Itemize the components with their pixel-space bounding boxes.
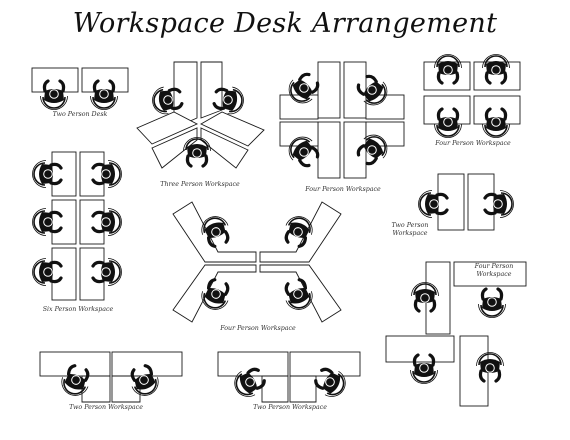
desk-icon [385, 335, 455, 363]
desk-icon [343, 61, 367, 119]
caption-six-person: Six Person Workspace [42, 306, 114, 313]
four-person-pinwheel-group [385, 261, 527, 407]
desk-icon [81, 67, 129, 93]
caption-two-person-bottom-left: Two Person Workspace [69, 404, 143, 411]
desk-icon [279, 94, 319, 120]
caption-four-person-center: Four Person Workspace [220, 325, 296, 332]
person-icon [476, 287, 508, 320]
person-icon [409, 280, 441, 313]
two-person-bottom-left-group [39, 351, 183, 403]
desk-icon [453, 261, 527, 287]
caption-three-person: Three Person Workspace [160, 181, 240, 188]
four-person-center-group [172, 201, 342, 323]
desk-icon [51, 151, 77, 197]
desk-icon [172, 201, 257, 263]
two-person-desk-group [31, 67, 129, 112]
desk-icon [173, 61, 198, 129]
four-person-grid-group [423, 52, 521, 140]
desk-icon [79, 199, 105, 245]
desk-icon [136, 111, 199, 145]
desk-icon [467, 173, 495, 231]
caption-four-person-pinwheel: Four Person Workspace [474, 263, 514, 278]
person-icon [474, 350, 506, 383]
three-person-workspace-group [136, 61, 265, 169]
four-person-cross-group [279, 61, 405, 179]
desk-icon [259, 264, 342, 323]
caption-four-person-cross: Four Person Workspace [305, 186, 381, 193]
two-person-bottom-mid-group [217, 351, 361, 404]
desk-icon [279, 121, 319, 147]
desk-icon [172, 264, 257, 323]
desk-icon [151, 127, 198, 169]
desk-icon [79, 151, 105, 197]
caption-two-person-desk: Two Person Desk [52, 111, 108, 118]
desk-icon [261, 375, 289, 403]
six-person-workspace-group [30, 151, 124, 301]
caption-two-person-right: Two Person Workspace [391, 222, 429, 237]
diagram-title: Workspace Desk Arrangement [72, 8, 498, 39]
desk-icon [51, 247, 77, 301]
desk-icon [200, 127, 249, 169]
desk-icon [317, 61, 341, 119]
desk-icon [79, 247, 105, 301]
desk-icon [289, 351, 361, 377]
desk-icon [31, 67, 79, 93]
desk-icon [200, 111, 265, 147]
desk-icon [259, 201, 342, 263]
desk-icon [289, 375, 317, 403]
caption-two-person-bottom-mid: Two Person Workspace [253, 404, 327, 411]
desk-icon [111, 351, 183, 377]
desk-icon [39, 351, 111, 377]
desk-icon [343, 121, 367, 179]
caption-four-person-grid: Four Person Workspace [435, 140, 511, 147]
desk-icon [437, 173, 465, 231]
desk-icon [317, 121, 341, 179]
two-person-right-group [416, 173, 516, 231]
desk-icon [111, 375, 141, 403]
desk-icon [217, 351, 289, 377]
desk-icon [51, 199, 77, 245]
person-icon [181, 135, 213, 168]
